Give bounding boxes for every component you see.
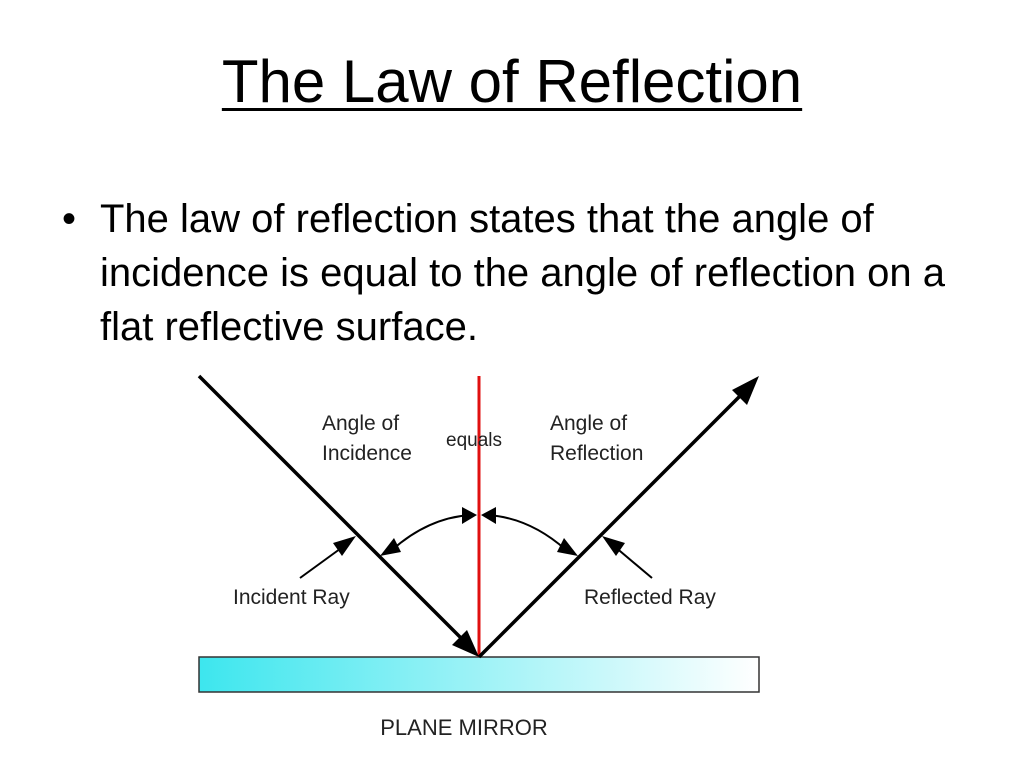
bullet-list: • The law of reflection states that the … — [62, 192, 962, 354]
reflection-arc-arrowhead-right — [557, 538, 578, 556]
reflected-ray-pointer-arrowhead — [602, 536, 625, 556]
reflected-ray — [477, 386, 750, 659]
incident-ray-label: Incident Ray — [233, 586, 350, 609]
angle-of-incidence-label-line2: Incidence — [322, 442, 412, 465]
plane-mirror — [198, 656, 760, 693]
bullet-icon: • — [62, 197, 77, 241]
incident-ray-arrowhead — [452, 630, 479, 657]
angle-of-reflection-label-line1: Angle of — [550, 412, 627, 435]
slide-title: The Law of Reflection — [0, 46, 1024, 118]
incidence-angle-arc — [391, 514, 471, 551]
angle-of-incidence-label-line1: Angle of — [322, 412, 399, 435]
bullet-text: The law of reflection states that the an… — [100, 197, 946, 349]
incidence-arc-arrowhead-left — [380, 538, 401, 556]
incidence-arc-arrowhead-right — [462, 507, 477, 524]
equals-label: equals — [446, 430, 502, 451]
reflection-arc-arrowhead-left — [481, 507, 496, 524]
incident-ray-pointer-arrowhead — [333, 536, 356, 556]
plane-mirror-label: PLANE MIRROR — [380, 715, 547, 740]
angle-of-reflection-label-line2: Reflection — [550, 442, 643, 465]
reflected-ray-arrowhead — [732, 376, 759, 405]
reflection-angle-arc — [487, 514, 567, 551]
incident-ray-pointer — [299, 545, 345, 579]
reflected-ray-pointer — [613, 545, 653, 579]
incident-ray — [197, 374, 470, 647]
slide-title-text: The Law of Reflection — [221, 48, 803, 115]
bullet-item: • The law of reflection states that the … — [62, 192, 962, 354]
reflected-ray-label: Reflected Ray — [584, 586, 716, 609]
